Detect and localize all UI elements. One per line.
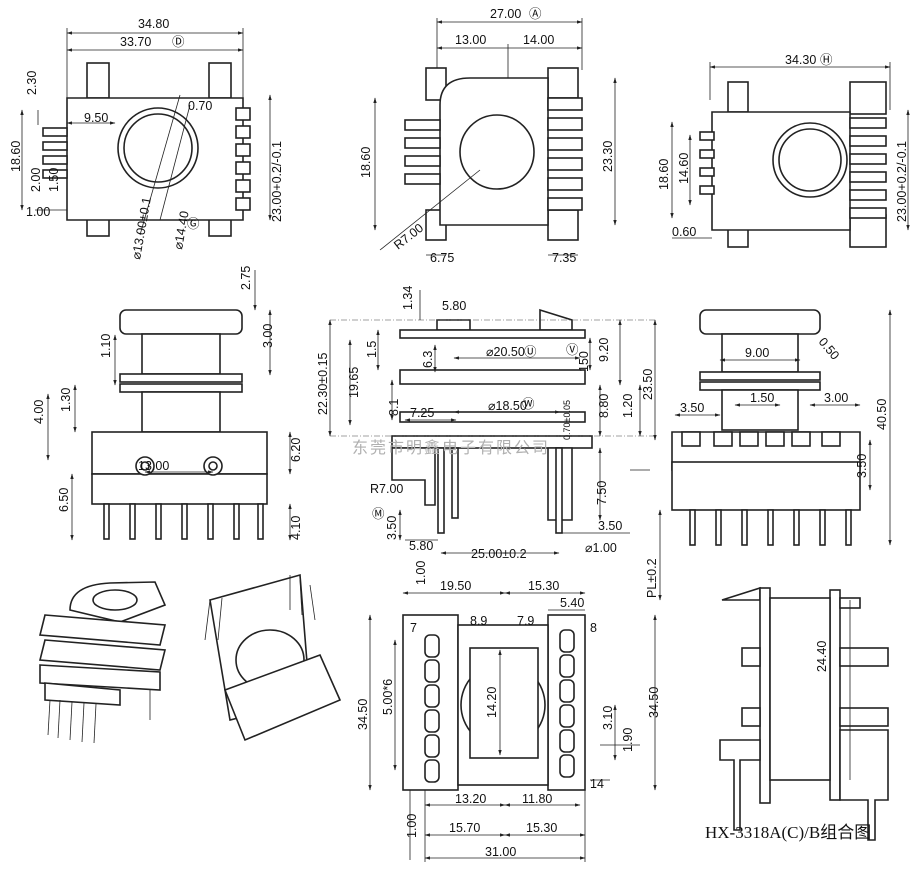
top-left-view [20, 28, 272, 237]
mid-center-view [328, 290, 657, 555]
top-right-view [670, 62, 910, 248]
mid-left-view [46, 270, 292, 541]
iso-view-right [204, 573, 342, 742]
mid-right-view [658, 309, 892, 601]
top-center-view [373, 18, 617, 256]
bottom-center-view [368, 591, 657, 862]
iso-view-left [38, 581, 167, 744]
bottom-right-view [719, 586, 889, 841]
